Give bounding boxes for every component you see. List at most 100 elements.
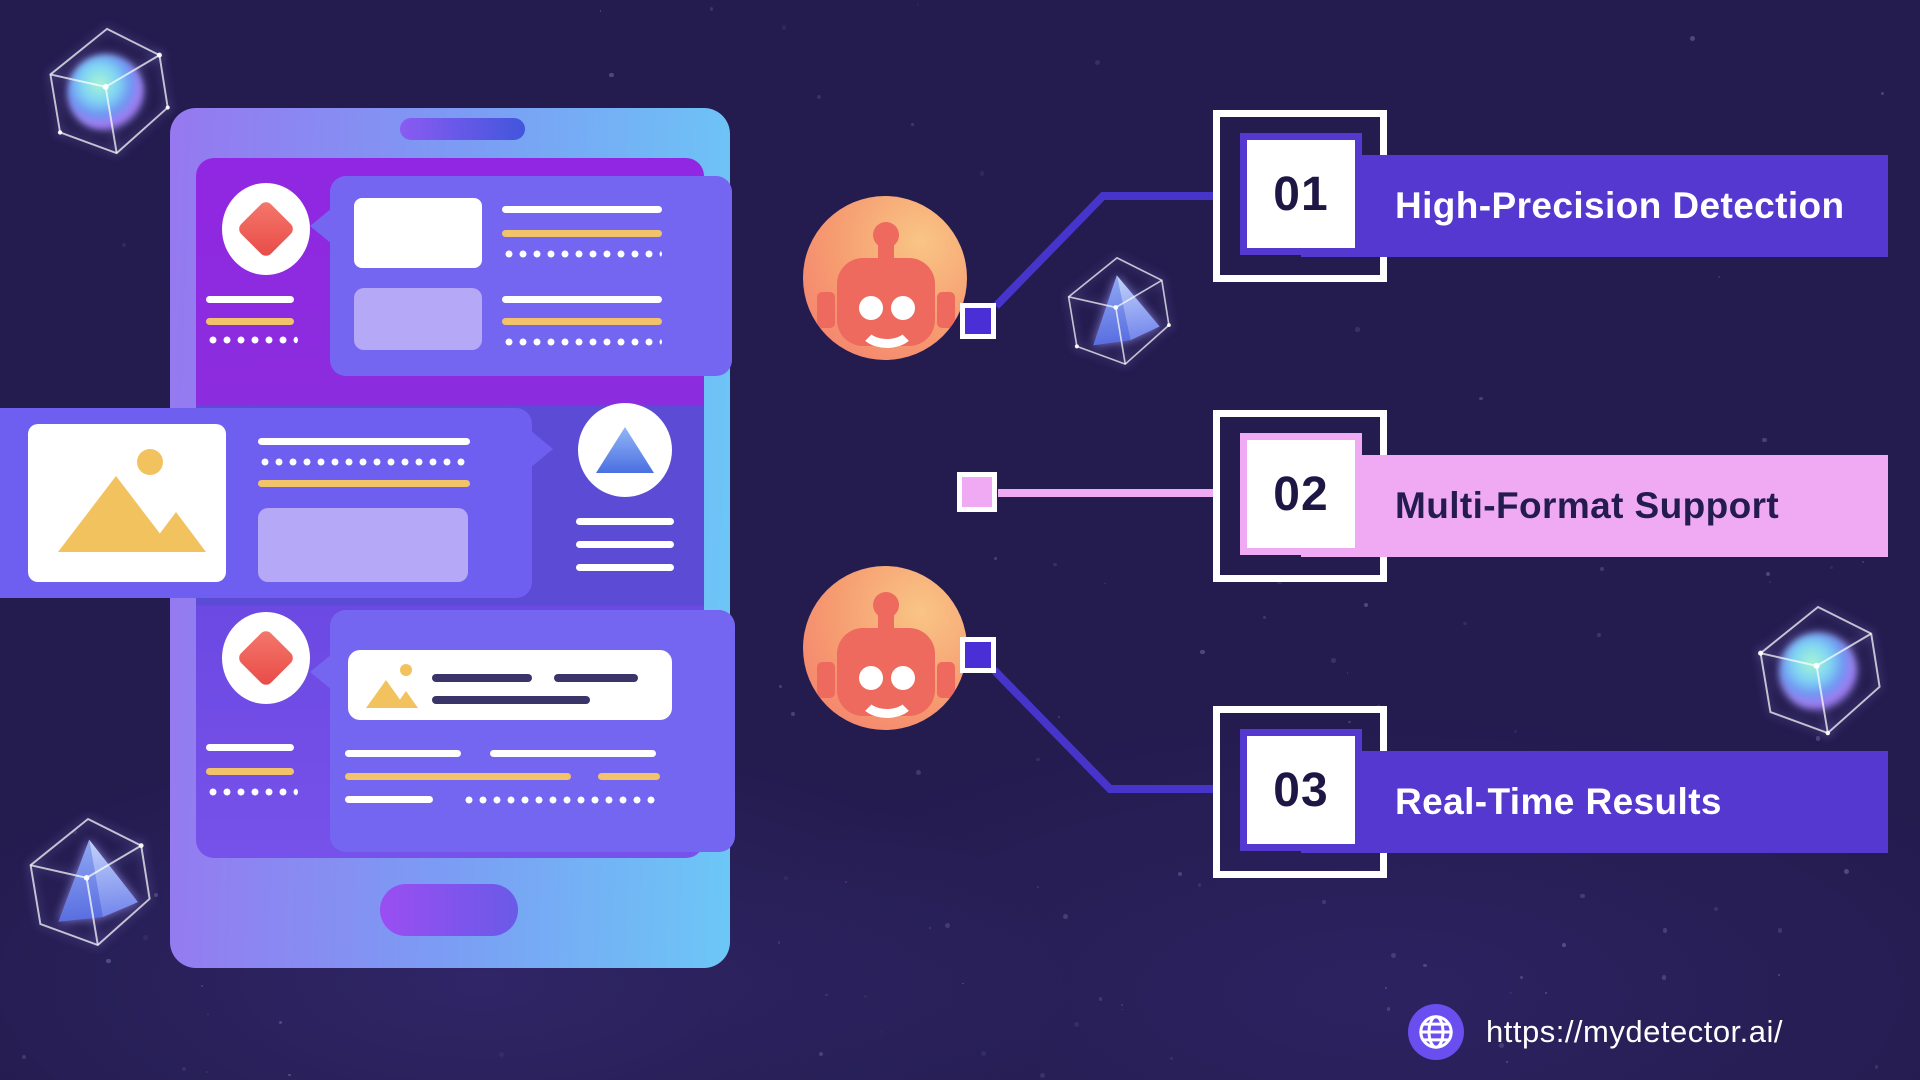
- placeholder-line: [502, 318, 662, 325]
- particle-dot: [916, 3, 919, 6]
- particle-dot: [1074, 1021, 1080, 1027]
- particle-dot: [1104, 582, 1106, 585]
- particle-dot: [1519, 976, 1524, 980]
- image-placeholder-icon: [366, 664, 418, 708]
- website-url[interactable]: https://mydetector.ai/: [1486, 1014, 1784, 1049]
- diamond-avatar-icon: [236, 199, 296, 259]
- particle-dot: [1035, 757, 1040, 762]
- phone-home-button: [380, 884, 518, 936]
- play-avatar: [578, 403, 672, 497]
- placeholder-block: [258, 508, 468, 582]
- particle-dot: [1478, 396, 1483, 401]
- particle-dot: [962, 982, 965, 985]
- particle-dot: [791, 712, 795, 716]
- placeholder-dots: [258, 458, 470, 466]
- particle-dot: [1331, 658, 1336, 664]
- particle-dot: [709, 6, 714, 11]
- particle-dot: [1597, 632, 1602, 637]
- placeholder-line: [345, 796, 433, 803]
- particle-dot: [1509, 991, 1512, 995]
- placeholder-line: [258, 438, 470, 445]
- chat-bubble: [310, 610, 735, 852]
- placeholder-line: [576, 518, 674, 525]
- particle-dot: [1463, 621, 1467, 626]
- particle-dot: [1714, 907, 1719, 911]
- particle-dot: [1094, 60, 1100, 66]
- placeholder-dots: [502, 338, 662, 346]
- particle-dot: [1058, 716, 1060, 718]
- particle-dot: [1063, 913, 1069, 919]
- feature-number-tile: 02: [1240, 433, 1362, 555]
- particle-dot: [1662, 928, 1668, 933]
- particle-dot: [915, 770, 921, 776]
- particle-dot: [880, 1030, 884, 1034]
- placeholder-line: [502, 296, 662, 303]
- feature-block-1: High-Precision Detection 01: [1213, 110, 1888, 290]
- phone-speaker: [400, 118, 525, 140]
- particle-dot: [1505, 1060, 1508, 1063]
- globe-icon: [1408, 1004, 1464, 1060]
- particle-dot: [825, 993, 828, 997]
- particle-dot: [819, 1052, 824, 1057]
- pyramid-cube-decoration: [29, 817, 151, 947]
- user-avatar: [222, 612, 310, 704]
- placeholder-line: [432, 696, 590, 704]
- particle-dot: [783, 875, 789, 881]
- robot-antenna: [873, 222, 899, 248]
- feature-number-tile: 03: [1240, 729, 1362, 851]
- placeholder-dots: [206, 788, 298, 796]
- particle-dot: [1197, 883, 1202, 887]
- particle-dot: [499, 1051, 505, 1057]
- particle-dot: [1098, 997, 1103, 1001]
- particle-dot: [1661, 975, 1667, 980]
- placeholder-dots: [462, 796, 658, 804]
- robot-avatar-icon: [803, 196, 967, 360]
- placeholder-block: [354, 288, 482, 350]
- particle-dot: [1580, 894, 1585, 899]
- feature-banner: Real-Time Results: [1301, 751, 1888, 853]
- bubble-tail: [530, 430, 553, 468]
- placeholder-line: [576, 564, 674, 571]
- particle-dot: [279, 1021, 283, 1025]
- particle-dot: [1545, 991, 1548, 994]
- play-triangle-icon: [596, 427, 654, 473]
- particle-dot: [599, 10, 602, 12]
- particle-dot: [200, 984, 204, 988]
- diamond-avatar-icon: [236, 628, 296, 688]
- placeholder-line: [598, 773, 660, 780]
- placeholder-dots: [502, 250, 662, 258]
- attachment-card: [348, 650, 672, 720]
- particle-dot: [288, 1073, 291, 1077]
- placeholder-line: [490, 750, 656, 757]
- feature-label: Multi-Format Support: [1395, 485, 1780, 526]
- particle-dot: [1364, 602, 1369, 608]
- particle-dot: [122, 243, 127, 248]
- particle-dot: [106, 958, 111, 964]
- particle-dot: [207, 1013, 209, 1016]
- bubble-tail: [310, 654, 332, 690]
- particle-dot: [1263, 615, 1267, 619]
- connector-node: [960, 637, 996, 673]
- particle-dot: [22, 1055, 27, 1060]
- particle-dot: [845, 880, 848, 883]
- image-placeholder-icon: [28, 424, 226, 582]
- particle-dot: [1200, 649, 1205, 655]
- placeholder-line: [206, 296, 294, 303]
- particle-dot: [781, 25, 786, 30]
- particle-dot: [1777, 928, 1783, 934]
- placeholder-line: [576, 541, 674, 548]
- particle-dot: [980, 1050, 986, 1056]
- feature-number: 02: [1273, 467, 1329, 521]
- connector-node: [960, 303, 996, 339]
- connector-node: [957, 472, 997, 512]
- particle-dot: [1423, 964, 1427, 968]
- particle-dot: [778, 684, 783, 689]
- placeholder-dots: [206, 336, 298, 344]
- particle-dot: [609, 72, 614, 77]
- particle-dot: [1390, 952, 1396, 958]
- chat-bubble: [310, 176, 732, 376]
- robot-avatar-icon: [803, 566, 967, 730]
- bubble-tail: [310, 208, 332, 244]
- feature-number: 01: [1273, 167, 1329, 221]
- placeholder-line: [554, 674, 638, 682]
